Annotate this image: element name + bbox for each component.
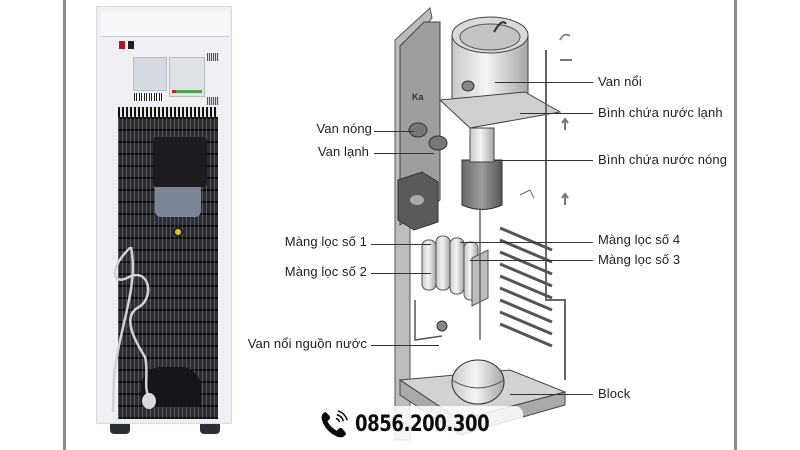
power-cord [111, 247, 156, 413]
grill-top-rail [118, 107, 218, 117]
label-van-lanh: Van lạnh [317, 144, 369, 159]
foot-right [200, 424, 220, 434]
label-block: Block [598, 386, 631, 401]
leader-van-noi-nguon-nuoc [371, 345, 439, 346]
label-binh-chua-nuoc-nong: Bình chứa nước nóng [598, 152, 728, 167]
leader-mang-loc-3 [470, 260, 593, 261]
barcode [134, 93, 164, 101]
label-mang-loc-3: Màng lọc số 3 [598, 252, 681, 267]
dispenser-diagram: Ka [394, 7, 572, 441]
leader-mang-loc-2 [371, 273, 431, 274]
label-van-noi-nguon-nuoc: Van nổi nguồn nước [247, 336, 367, 351]
label-mang-loc-2: Màng lọc số 2 [284, 264, 367, 279]
cold-tank-housing [153, 137, 207, 187]
spec-label [169, 57, 205, 97]
frame-divider-right [734, 0, 737, 450]
label-mang-loc-1: Màng lọc số 1 [284, 234, 367, 249]
cabinet-top [101, 11, 229, 37]
serial-tag [207, 97, 219, 105]
frame-divider-left [63, 0, 66, 450]
phone-ringing-icon [321, 410, 348, 438]
label-binh-chua-nuoc-lanh: Bình chứa nước lạnh [598, 105, 723, 120]
leader-mang-loc-1 [371, 244, 431, 245]
leader-van-noi [495, 82, 593, 83]
leader-van-nong [374, 131, 414, 132]
foot-left [110, 424, 130, 434]
serial-tag [207, 53, 219, 61]
heating-switch [119, 41, 125, 49]
label-van-noi: Van nổi [598, 74, 642, 89]
cabinet-body [96, 6, 232, 424]
phone-contact[interactable]: 0856.200.300 [317, 406, 523, 442]
float-valve-knob [173, 227, 183, 237]
leader-binh-chua-nuoc-nong [495, 160, 593, 161]
dispenser-back-photo [96, 6, 232, 438]
hot-tank [155, 187, 201, 217]
phone-number[interactable]: 0856.200.300 [355, 411, 490, 437]
wiring-label [133, 57, 167, 91]
label-mang-loc-4: Màng lọc số 4 [598, 232, 681, 247]
leader-binh-chua-nuoc-lanh [520, 113, 593, 114]
leader-block [510, 394, 593, 395]
label-van-nong: Van nóng [316, 121, 372, 136]
svg-text:Ka: Ka [412, 92, 424, 102]
cooling-switch [128, 41, 134, 49]
leader-van-lanh [374, 153, 434, 154]
leader-mang-loc-4 [460, 242, 593, 243]
